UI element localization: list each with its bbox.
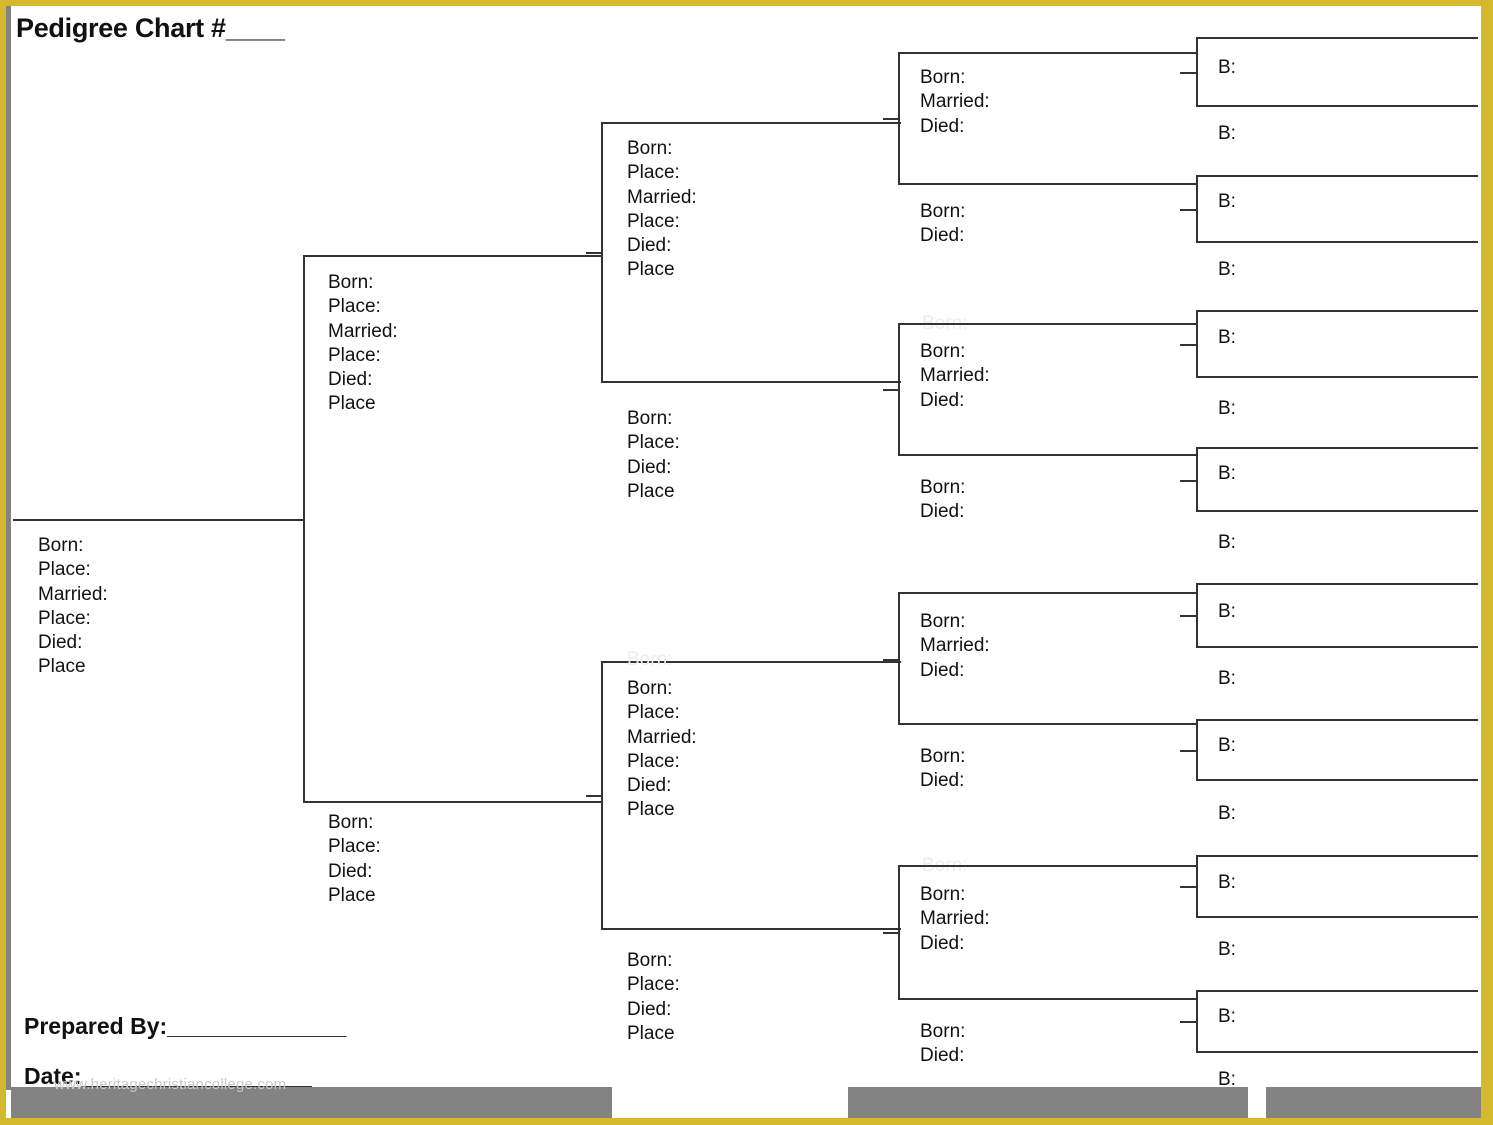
connector-gen1-to-gen2-a (586, 252, 603, 254)
gen2-paternal-grandmother-fields: Born: Place: Died: Place (627, 408, 680, 502)
connector-gen2-to-gen3-d (883, 932, 900, 934)
gen4-label-9: B: (1218, 601, 1236, 622)
gen4-label-8: B: (1218, 532, 1236, 553)
gen4-label-14: B: (1218, 939, 1236, 960)
page-gutter-gray (6, 6, 11, 1090)
connector-gen3-to-gen4-5 (1180, 615, 1197, 617)
gen4-label-7: B: (1218, 463, 1236, 484)
connector-gen1-to-gen2-b (586, 795, 603, 797)
gen4-label-12: B: (1218, 803, 1236, 824)
gen3-fields-3: Born: Married: Died: (920, 341, 990, 411)
connector-gen3-to-gen4-3 (1180, 344, 1197, 346)
connector-gen3-to-gen4-2 (1180, 209, 1197, 211)
gen4-box-7[interactable] (1196, 855, 1478, 918)
gen4-box-5[interactable] (1196, 583, 1478, 648)
page-border-right (1481, 0, 1493, 1125)
gen4-label-2: B: (1218, 123, 1236, 144)
gen4-box-2[interactable] (1196, 175, 1478, 243)
gen4-box-1[interactable] (1196, 37, 1478, 107)
gen2-maternal-grandmother-fields: Born: Place: Died: Place (627, 950, 680, 1044)
connector-gen3-to-gen4-7 (1180, 886, 1197, 888)
footer-gray-strip-right (1266, 1087, 1481, 1118)
gen4-label-5: B: (1218, 327, 1236, 348)
footer-gray-strip-middle (848, 1087, 1248, 1118)
gen4-label-16: B: (1218, 1069, 1236, 1090)
gen3-fields-4: Born: Died: (920, 477, 966, 523)
gen4-label-1: B: (1218, 57, 1236, 78)
connector-gen3-to-gen4-6 (1180, 750, 1197, 752)
gen2-maternal-grandfather-fields: Born: Place: Married: Place: Died: Place (627, 678, 697, 821)
prepared-by-field[interactable]: Prepared By:______________ (24, 1013, 347, 1039)
connector-gen2-to-gen3-b (883, 389, 900, 391)
gen3-fields-8: Born: Died: (920, 1021, 966, 1067)
gen2-paternal-grandfather-fields: Born: Place: Married: Place: Died: Place (627, 138, 697, 281)
gen3-fields-6: Born: Died: (920, 746, 966, 792)
page-border-left (0, 0, 6, 1125)
gen4-box-3[interactable] (1196, 310, 1478, 378)
gen3-fields-2: Born: Died: (920, 201, 966, 247)
gen3-fields-5: Born: Married: Died: (920, 611, 990, 681)
connector-gen3-to-gen4-4 (1180, 480, 1197, 482)
page-border-bottom (0, 1118, 1493, 1125)
gen4-label-4: B: (1218, 259, 1236, 280)
page-border-top (0, 0, 1493, 6)
ghost-text-artifact-1: Born: (627, 649, 673, 670)
gen3-box-3[interactable] (898, 592, 1196, 725)
gen3-fields-7: Born: Married: Died: (920, 884, 990, 954)
gen1-mother-fields: Born: Place: Died: Place (328, 812, 381, 906)
connector-gen2-to-gen3-a (883, 118, 900, 120)
gen4-label-6: B: (1218, 398, 1236, 419)
gen4-box-6[interactable] (1196, 719, 1478, 781)
gen1-father-box[interactable] (303, 255, 603, 803)
connector-gen3-to-gen4-1 (1180, 72, 1197, 74)
footer-gray-strip-left (11, 1087, 612, 1118)
watermark-text: www.heritagechristiancollege.com (54, 1076, 287, 1093)
self-fields: Born: Place: Married: Place: Died: Place (38, 535, 108, 678)
gen4-label-10: B: (1218, 668, 1236, 689)
gen4-box-4[interactable] (1196, 447, 1478, 512)
gen4-label-13: B: (1218, 872, 1236, 893)
gen3-fields-1: Born: Married: Died: (920, 67, 990, 137)
gen4-label-15: B: (1218, 1006, 1236, 1027)
self-top-rule (13, 519, 304, 521)
gen1-father-fields: Born: Place: Married: Place: Died: Place (328, 272, 398, 415)
connector-self-to-gen1 (288, 519, 305, 521)
gen4-label-11: B: (1218, 735, 1236, 756)
gen4-box-8[interactable] (1196, 990, 1478, 1053)
date-field[interactable]: Date:__________________ (24, 1063, 312, 1089)
gen4-label-3: B: (1218, 191, 1236, 212)
connector-gen2-to-gen3-c (883, 659, 900, 661)
page-title: Pedigree Chart #____ (16, 13, 285, 43)
connector-gen3-to-gen4-8 (1180, 1021, 1197, 1023)
